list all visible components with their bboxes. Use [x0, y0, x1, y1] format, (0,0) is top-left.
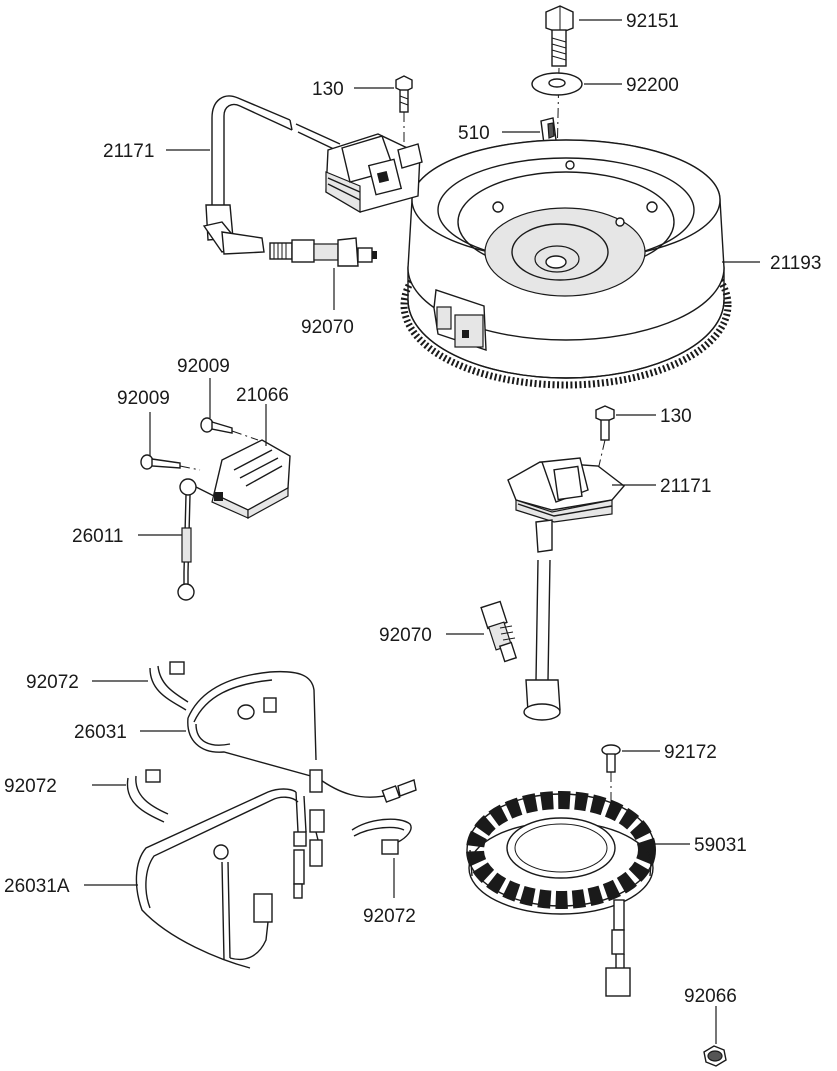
- label-harness-a: 26031A: [4, 876, 70, 897]
- lower-spark-plug-part: [480, 600, 518, 663]
- label-clamp-c: 92072: [363, 906, 416, 927]
- upper-spark-plug-part: [269, 237, 377, 267]
- label-coil-lower: 21171: [660, 476, 711, 497]
- label-nut: 92066: [684, 986, 737, 1007]
- label-module: 21066: [236, 385, 289, 406]
- lead-wire-part: [177, 478, 215, 601]
- harness-a-part: [135, 788, 325, 969]
- stator-part: [466, 791, 656, 997]
- clamp-a-part: [149, 661, 189, 711]
- label-bolt-flywheel: 92151: [626, 11, 679, 32]
- flywheel-part: [400, 139, 732, 389]
- lower-coil-screw-part: [595, 405, 615, 441]
- label-spark-plug-upper: 92070: [301, 317, 354, 338]
- label-lead-wire: 26011: [72, 526, 123, 547]
- leader-lines: [84, 19, 760, 1044]
- harness-part: [187, 670, 417, 803]
- label-washer-flywheel: 92200: [626, 75, 679, 96]
- label-key-flywheel: 510: [458, 123, 490, 144]
- lower-coil-part: [507, 457, 626, 721]
- label-screw-coil-lower: 130: [660, 406, 692, 427]
- label-spark-plug-lower: 92070: [379, 625, 432, 646]
- label-screw-coil-upper: 130: [312, 79, 344, 100]
- upper-coil-part: [202, 95, 423, 255]
- clamp-c-part: [351, 818, 412, 855]
- label-screw-module-a: 92009: [117, 388, 170, 409]
- module-screw-b-part: [200, 417, 233, 434]
- label-screw-stator: 92172: [664, 742, 717, 763]
- ignition-module-part: [211, 439, 291, 520]
- clamp-b-part: [126, 769, 169, 823]
- label-coil-upper: 21171: [103, 141, 154, 162]
- callout-labels: 92151 92200 510 21193 130 21171 92070 92…: [4, 11, 821, 1007]
- flywheel-washer-part: [531, 72, 583, 96]
- nut-part: [703, 1045, 727, 1067]
- label-stator: 59031: [694, 835, 747, 856]
- module-screw-a-part: [140, 454, 181, 470]
- label-harness: 26031: [74, 722, 127, 743]
- label-clamp-a: 92072: [26, 672, 79, 693]
- label-screw-module-b: 92009: [177, 356, 230, 377]
- upper-coil-screw-part: [395, 75, 413, 113]
- label-clamp-b: 92072: [4, 776, 57, 797]
- flywheel-bolt-part: [545, 5, 574, 67]
- label-flywheel: 21193: [770, 253, 821, 274]
- stator-screw-part: [601, 744, 621, 773]
